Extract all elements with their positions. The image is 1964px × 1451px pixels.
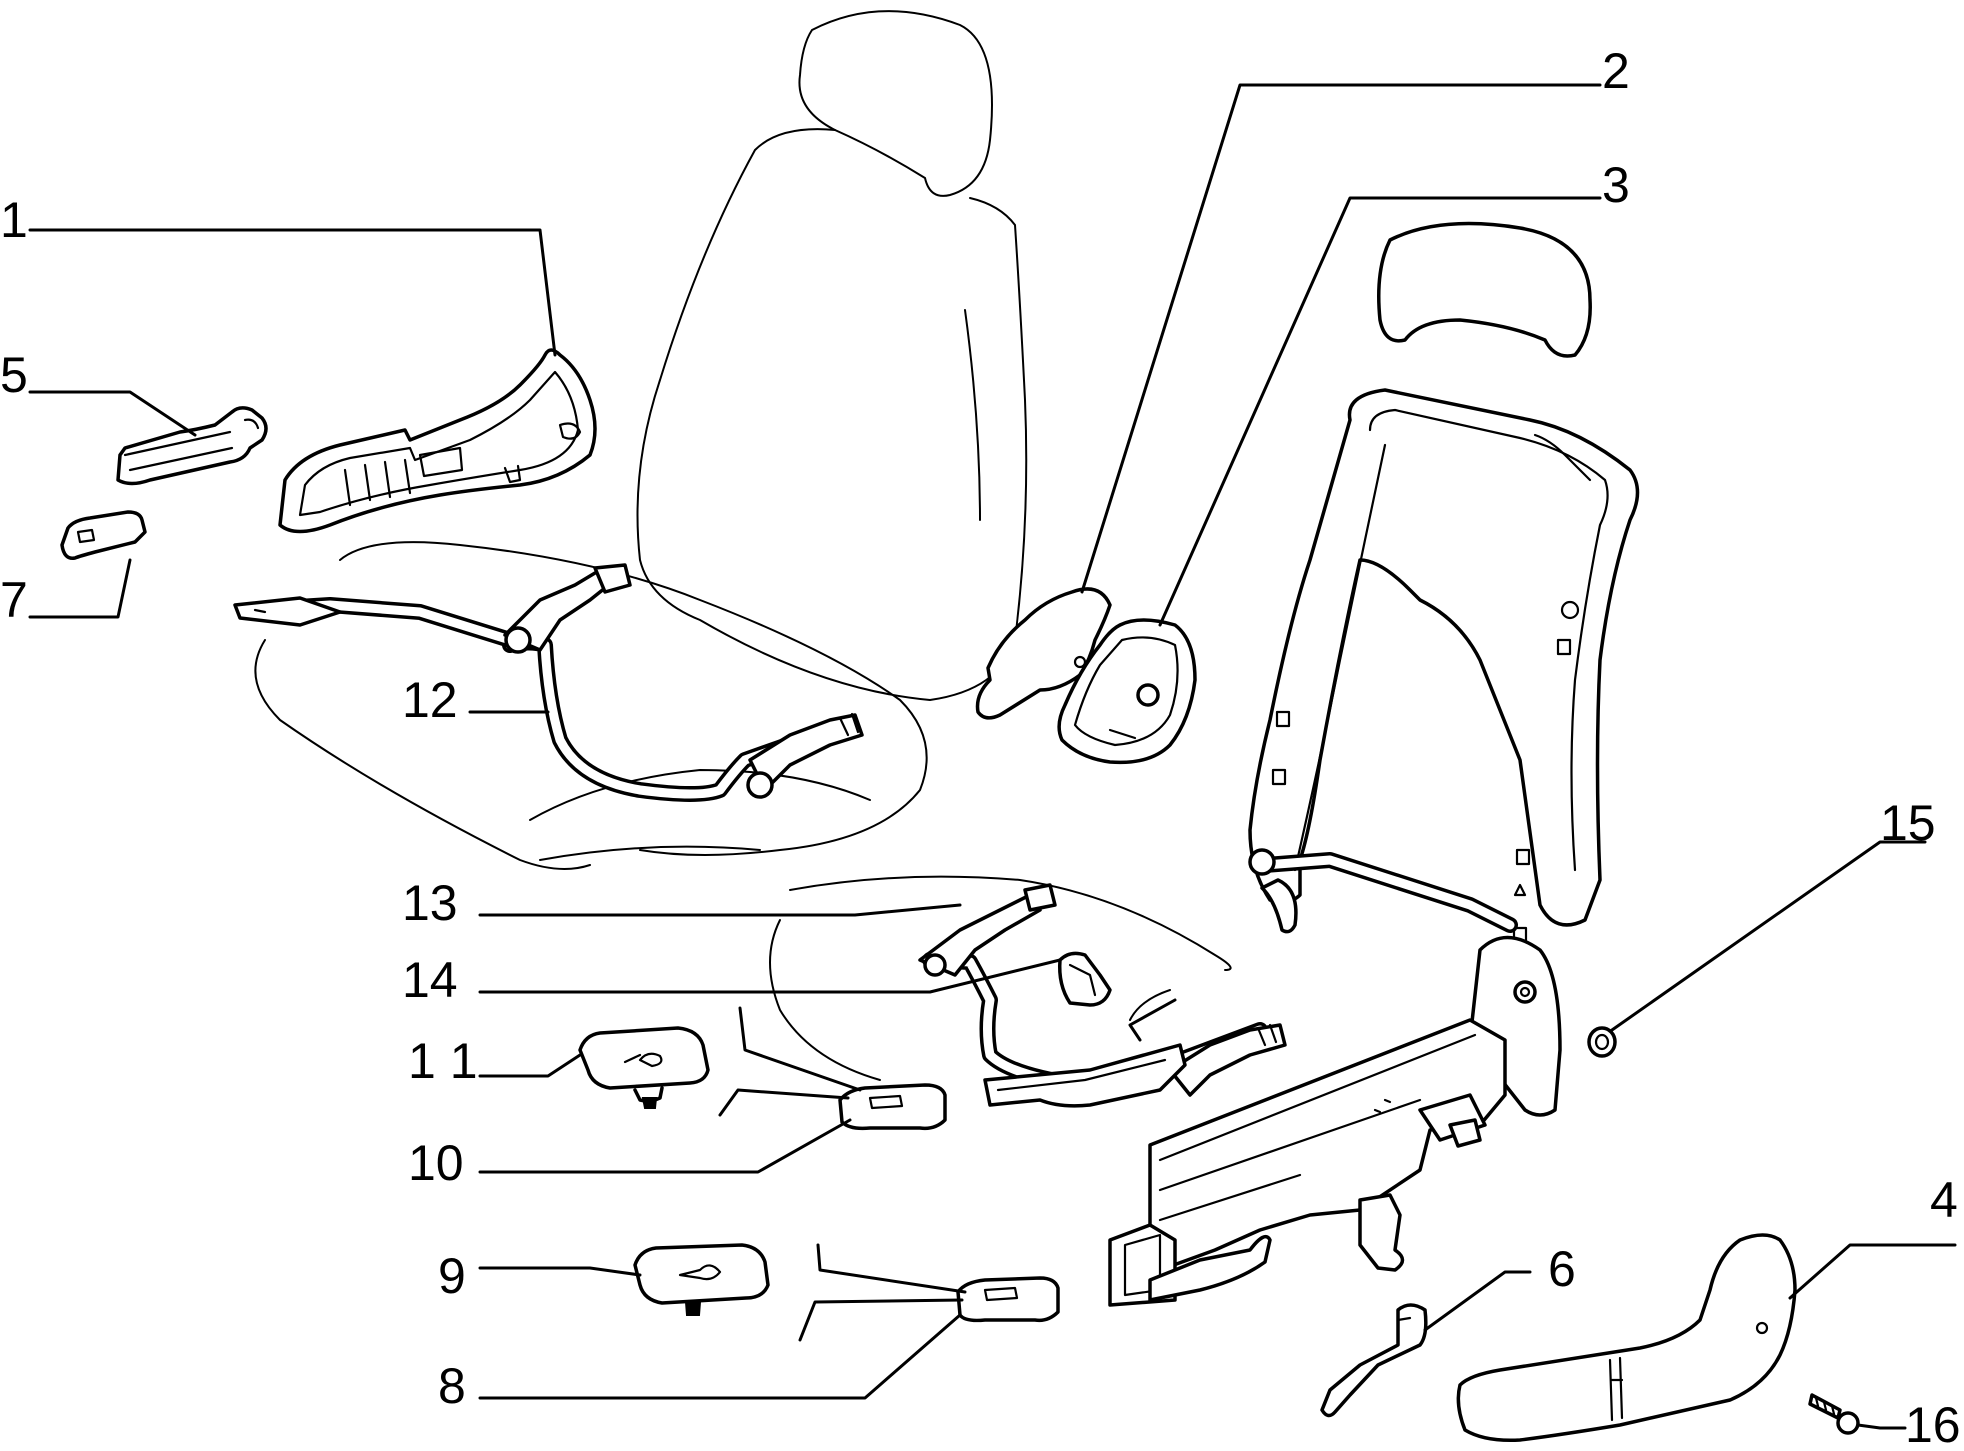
leader-1 [28, 228, 557, 357]
part-1-side-cover [278, 348, 597, 534]
callout-6: 6 [1548, 1241, 1576, 1297]
callout-labels: 1 2 3 4 5 6 7 8 9 10 1 1 12 13 14 15 16 [0, 43, 1961, 1451]
leader-5 [28, 390, 197, 437]
part-16-bolt [1808, 1393, 1860, 1435]
part-9-adjuster-knob [633, 1243, 770, 1316]
callout-12: 12 [402, 672, 458, 728]
callout-14: 14 [402, 952, 458, 1008]
callout-16: 16 [1905, 1397, 1961, 1451]
leader-16 [1856, 1423, 1907, 1430]
part-11-adjuster-knob [578, 1026, 710, 1109]
callout-13: 13 [402, 875, 458, 931]
leader-13 [478, 903, 962, 917]
leader-3 [1158, 196, 1602, 627]
part-6-bracket [1320, 1303, 1428, 1418]
leader-15 [1610, 840, 1927, 1032]
leader-lines [28, 83, 1957, 1430]
part-4-outer-side-cover [1456, 1233, 1797, 1443]
leader-4 [1788, 1243, 1957, 1300]
part-2-hinge-cover [975, 587, 1112, 720]
leader-10 [478, 1118, 852, 1174]
callout-15: 15 [1880, 795, 1936, 851]
leader-14 [478, 958, 1062, 994]
leader-7 [28, 558, 132, 619]
callout-5: 5 [0, 347, 28, 403]
part-5-release-lever [116, 406, 268, 486]
lever-guide-lower [816, 1243, 967, 1294]
part-12-cushion-rod [233, 563, 864, 802]
seat-frame-assembly [1108, 221, 1640, 1307]
leader-2 [1080, 83, 1602, 594]
callout-3: 3 [1602, 157, 1630, 213]
callout-9: 9 [438, 1248, 466, 1304]
callout-2: 2 [1602, 43, 1630, 99]
clip-guide [1128, 998, 1177, 1042]
seat-lower-bracket [983, 1043, 1187, 1108]
part-7-end-cap [60, 510, 147, 560]
part-8-lever-cap [956, 1276, 1060, 1323]
part-3-inner-hinge-cover [1057, 618, 1197, 765]
callout-8: 8 [438, 1358, 466, 1414]
lever-guide-lower-b [798, 1298, 964, 1342]
callout-1: 1 [0, 192, 28, 248]
leader-6 [1423, 1270, 1532, 1332]
leader-11 [478, 1053, 582, 1078]
callout-4: 4 [1930, 1172, 1958, 1228]
part-15-nut [1587, 1026, 1617, 1058]
lever-guide-upper-b [718, 1088, 850, 1117]
callout-11: 1 1 [408, 1033, 478, 1089]
part-14-rod-clip [1057, 951, 1112, 1007]
lever-guide-upper [738, 1006, 862, 1092]
seat-ghost-outline [254, 10, 1232, 1081]
callout-10: 10 [408, 1135, 464, 1191]
part-10-lever-cap [838, 1083, 947, 1131]
leader-8 [478, 1313, 962, 1400]
leader-9 [478, 1266, 642, 1277]
frame-slots [1271, 600, 1580, 944]
callout-7: 7 [0, 572, 28, 628]
